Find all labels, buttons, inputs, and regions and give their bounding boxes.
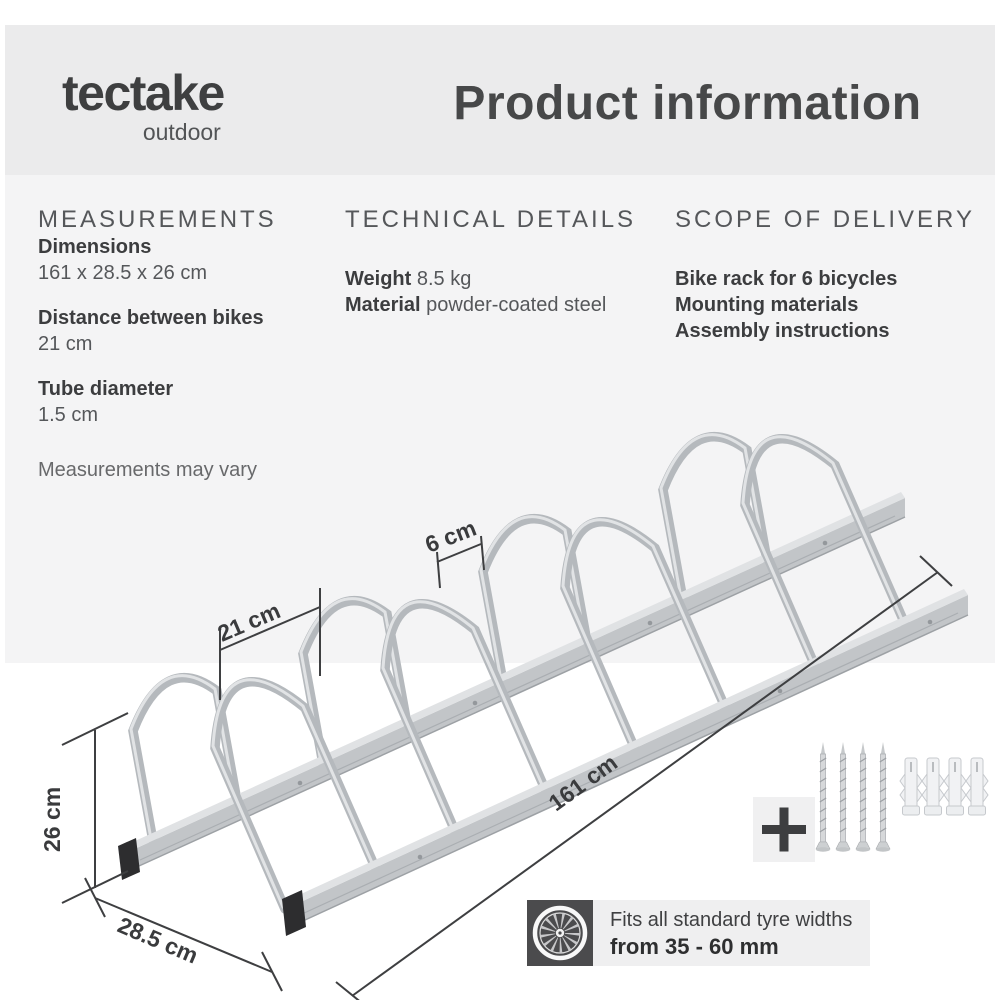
rack-front-rail bbox=[282, 589, 969, 936]
delivery-lines: Bike rack for 6 bicycles Mounting materi… bbox=[675, 266, 975, 344]
content-band bbox=[5, 175, 995, 663]
spec-line: Weight 8.5 kg bbox=[345, 266, 660, 292]
plus-icon bbox=[762, 807, 806, 852]
rack-front-arches bbox=[210, 434, 910, 914]
header-band bbox=[5, 25, 995, 175]
spec-item: Dimensions 161 x 28.5 x 26 cm bbox=[38, 234, 330, 286]
logo-main: tectake bbox=[62, 65, 225, 121]
section-measurements: MEASUREMENTS Dimensions 161 x 28.5 x 26 … bbox=[38, 206, 330, 482]
spec-item: Distance between bikes 21 cm bbox=[38, 305, 330, 357]
rack-back-rail bbox=[118, 492, 906, 880]
plus-box bbox=[753, 797, 815, 862]
section-heading: TECHNICAL DETAILS bbox=[345, 206, 637, 233]
measurements-note: Measurements may vary bbox=[38, 459, 257, 481]
section-heading: MEASUREMENTS bbox=[38, 206, 277, 233]
bike-rack-illustration bbox=[118, 431, 969, 936]
rail-end-cap bbox=[282, 890, 306, 936]
spec-label: Tube diameter bbox=[38, 378, 174, 400]
badge-line1: Fits all standard tyre widths bbox=[610, 908, 853, 931]
section-technical-details: TECHNICAL DETAILS Weight 8.5 kg Material… bbox=[345, 206, 660, 318]
delivery-item: Assembly instructions bbox=[675, 320, 890, 342]
delivery-item: Mounting materials bbox=[675, 294, 859, 316]
spec-label: Distance between bikes bbox=[38, 307, 264, 329]
dimension-label-height: 26 cm bbox=[39, 787, 65, 852]
section-scope-of-delivery: SCOPE OF DELIVERY Bike rack for 6 bicycl… bbox=[675, 206, 975, 344]
technical-lines: Weight 8.5 kg Material powder-coated ste… bbox=[345, 266, 660, 318]
delivery-item: Bike rack for 6 bicycles bbox=[675, 268, 898, 290]
rack-back-arches bbox=[128, 431, 772, 846]
spec-value: powder-coated steel bbox=[426, 294, 607, 316]
logo-sub: outdoor bbox=[142, 119, 221, 145]
section-heading: SCOPE OF DELIVERY bbox=[675, 206, 975, 233]
dimension-label-gap: 6 cm bbox=[421, 515, 479, 558]
spec-label: Weight bbox=[345, 268, 412, 290]
badge-line2: from 35 - 60 mm bbox=[610, 933, 779, 959]
bicycle-wheel-icon bbox=[532, 905, 588, 961]
rail-end-cap bbox=[118, 838, 140, 880]
badge-icon-box bbox=[527, 900, 593, 966]
dimension-label-depth: 28.5 cm bbox=[114, 912, 202, 969]
screws-icon bbox=[815, 741, 891, 853]
page-title: Product information bbox=[453, 77, 922, 130]
spec-item: Tube diameter 1.5 cm bbox=[38, 376, 330, 428]
spec-value: 161 x 28.5 x 26 cm bbox=[38, 262, 207, 284]
dimension-label-distance: 21 cm bbox=[214, 597, 284, 646]
brand-logo: tectake outdoor bbox=[62, 65, 225, 145]
tyre-width-badge: Fits all standard tyre widths from 35 - … bbox=[527, 900, 871, 966]
wall-plugs-icon bbox=[899, 757, 989, 816]
badge-text-box: Fits all standard tyre widths from 35 - … bbox=[593, 900, 871, 966]
spec-value: 1.5 cm bbox=[38, 404, 99, 426]
spec-label: Material bbox=[345, 294, 421, 316]
spec-value: 21 cm bbox=[38, 333, 93, 355]
dimension-height: 26 cm bbox=[39, 712, 129, 904]
spec-line: Material powder-coated steel bbox=[345, 292, 660, 318]
mounting-hardware bbox=[815, 741, 989, 853]
dimension-depth: 28.5 cm bbox=[84, 877, 283, 992]
spec-value: 8.5 kg bbox=[416, 268, 472, 290]
spec-label: Dimensions bbox=[38, 236, 152, 258]
dimension-tube-gap: 6 cm bbox=[421, 515, 485, 589]
